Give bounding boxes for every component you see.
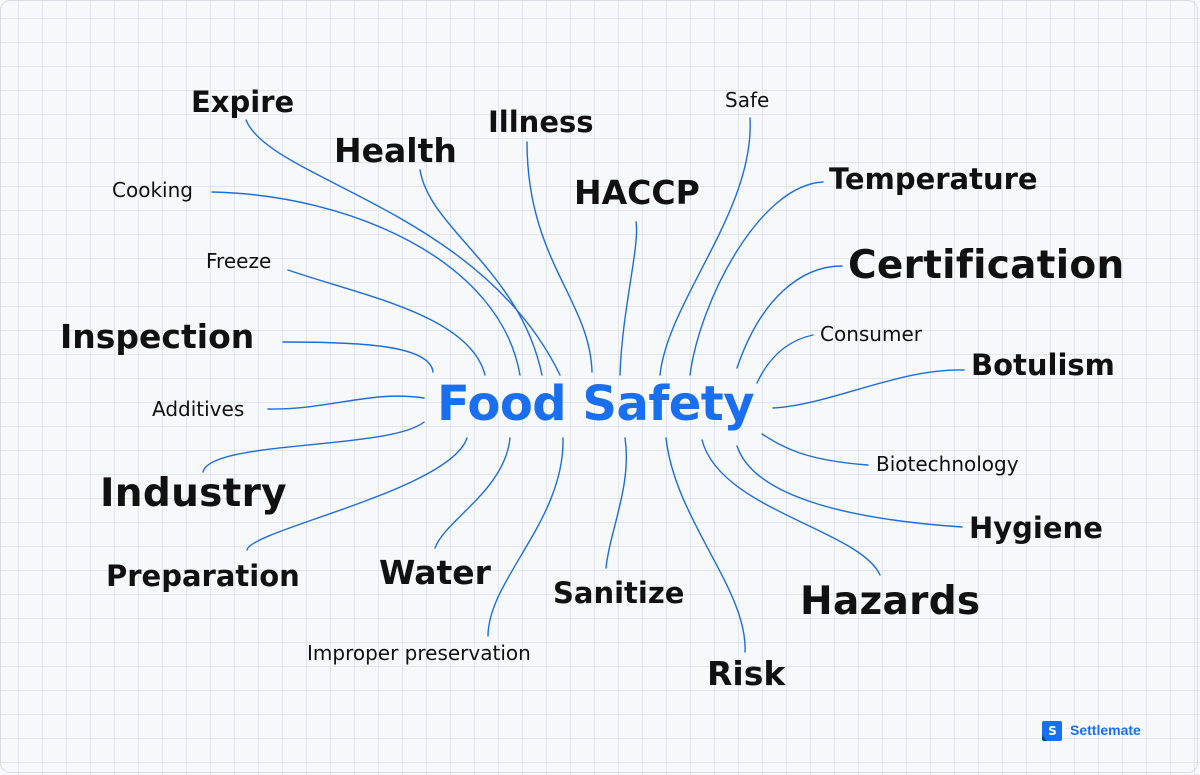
- term-additives: Additives: [152, 397, 245, 421]
- term-illness: Illness: [488, 105, 594, 139]
- connector-sanitize: [605, 437, 628, 569]
- connector-botulism: [772, 369, 965, 409]
- brand-logo: S Settlemate: [1040, 718, 1141, 742]
- connector-freeze: [287, 269, 486, 376]
- term-improper-preservation: Improper preservation: [307, 641, 531, 665]
- term-inspection: Inspection: [60, 317, 255, 356]
- term-hazards: Hazards: [800, 579, 981, 624]
- connector-expire: [245, 119, 561, 376]
- connector-illness: [526, 141, 593, 373]
- term-water: Water: [379, 553, 491, 592]
- connector-consumer: [756, 334, 814, 384]
- term-biotechnology: Biotechnology: [876, 452, 1019, 476]
- connector-haccp: [619, 221, 638, 376]
- connector-risk: [665, 437, 746, 653]
- connector-certification: [736, 265, 843, 369]
- term-safe: Safe: [725, 88, 770, 112]
- connector-hygiene: [736, 445, 963, 528]
- brand-icon-letter: S: [1048, 724, 1057, 738]
- central-term: Food Safety: [437, 376, 755, 432]
- connector-inspection: [282, 341, 434, 373]
- connector-cooking: [211, 191, 521, 376]
- connector-biotechnology: [761, 433, 869, 466]
- term-temperature: Temperature: [829, 162, 1038, 196]
- connector-industry: [202, 421, 425, 473]
- term-haccp: HACCP: [574, 173, 700, 212]
- term-freeze: Freeze: [206, 249, 272, 273]
- brand-name: Settlemate: [1070, 722, 1141, 738]
- connector-health: [419, 169, 543, 376]
- connector-additives: [267, 395, 425, 410]
- connector-preparation: [246, 437, 468, 551]
- term-risk: Risk: [707, 654, 786, 693]
- connector-improper-preservation: [487, 437, 564, 637]
- connector-safe: [659, 117, 751, 376]
- term-certification: Certification: [848, 243, 1125, 288]
- term-expire: Expire: [191, 85, 295, 119]
- term-preparation: Preparation: [106, 559, 300, 593]
- term-consumer: Consumer: [820, 322, 922, 346]
- connector-water: [434, 437, 511, 549]
- term-sanitize: Sanitize: [553, 576, 685, 610]
- settlemate-logo-icon: S: [1042, 721, 1062, 741]
- connector-hazards: [701, 439, 881, 576]
- term-hygiene: Hygiene: [969, 511, 1103, 545]
- term-industry: Industry: [100, 471, 287, 516]
- term-cooking: Cooking: [112, 178, 193, 202]
- term-health: Health: [334, 131, 457, 170]
- connector-temperature: [689, 181, 824, 376]
- term-botulism: Botulism: [971, 348, 1115, 382]
